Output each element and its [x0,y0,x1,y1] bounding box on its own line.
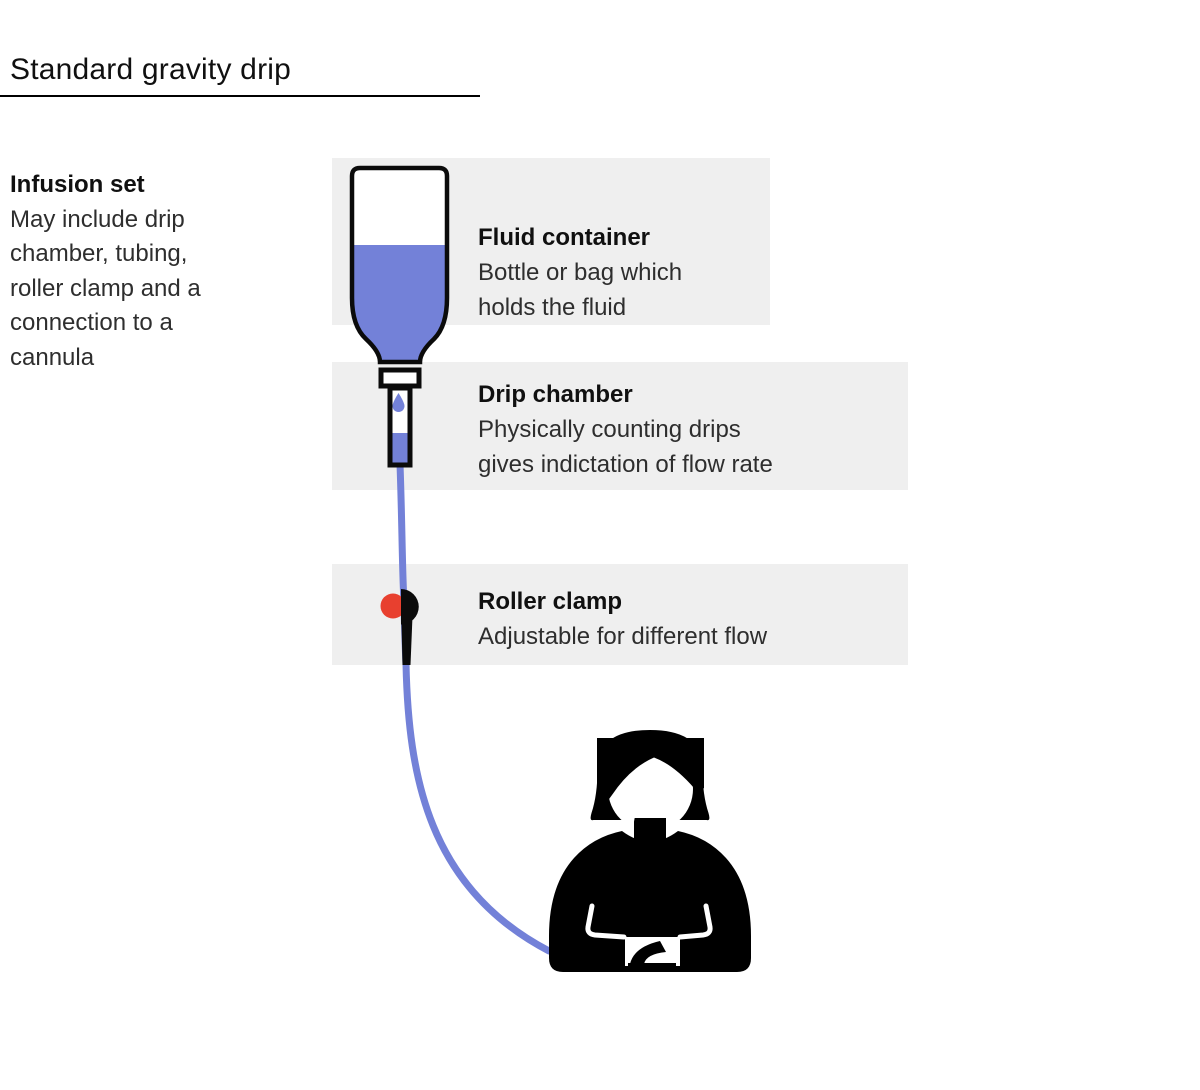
fluid-bottle-icon [349,165,450,365]
hand-fold [630,941,666,964]
patient-icon [549,730,751,972]
clamp-handle [401,604,413,665]
infobox-line: cannula [10,343,95,371]
infobox-line: roller clamp and a [10,274,201,302]
roller-clamp-caption: Roller clamp Adjustable for different fl… [478,584,767,654]
caption-line: Adjustable for different flow [478,623,768,650]
drip-chamber-icon [378,367,422,468]
infobox-line: connection to a [10,309,173,336]
page-title-underline: Standard gravity drip [0,54,480,97]
caption-heading: Drip chamber [478,381,633,408]
collar-notch-right [666,816,676,844]
patient-bangs [597,738,704,815]
arm-line-right [677,903,713,940]
caption-line: Physically counting drips [478,416,741,443]
infobox-line: chamber, tubing, [10,240,188,267]
bottle-fluid [352,245,447,362]
fluid-container-caption: Fluid container Bottle or bag which hold… [478,220,682,325]
caption-heading: Fluid container [478,224,651,251]
roller-clamp-icon [380,589,419,665]
drip-chamber-fluid [391,433,409,464]
page-title: Standard gravity drip [10,53,292,86]
arm-line-left [585,903,627,940]
infusion-set-infobox: Infusion set May include drip chamber, t… [10,168,310,375]
hand-bar [628,963,676,972]
drip-chamber-cap [378,367,422,389]
infobox-heading: Infusion set [10,171,145,198]
iv-tubing-icon [396,460,553,955]
caption-heading: Roller clamp [478,588,623,615]
caption-line: holds the fluid [478,294,627,321]
collar-notch-left [625,816,635,844]
drip-chamber-panel [332,362,908,490]
roller-clamp-panel [332,564,908,665]
drip-droplet [392,393,405,413]
caption-line: gives indictation of flow rate [478,451,773,478]
roller-wheel [380,593,406,619]
caption-line: Bottle or bag which [478,259,683,286]
drip-chamber-caption: Drip chamber Physically counting drips g… [478,377,773,482]
infobox-line: May include drip [10,205,185,233]
